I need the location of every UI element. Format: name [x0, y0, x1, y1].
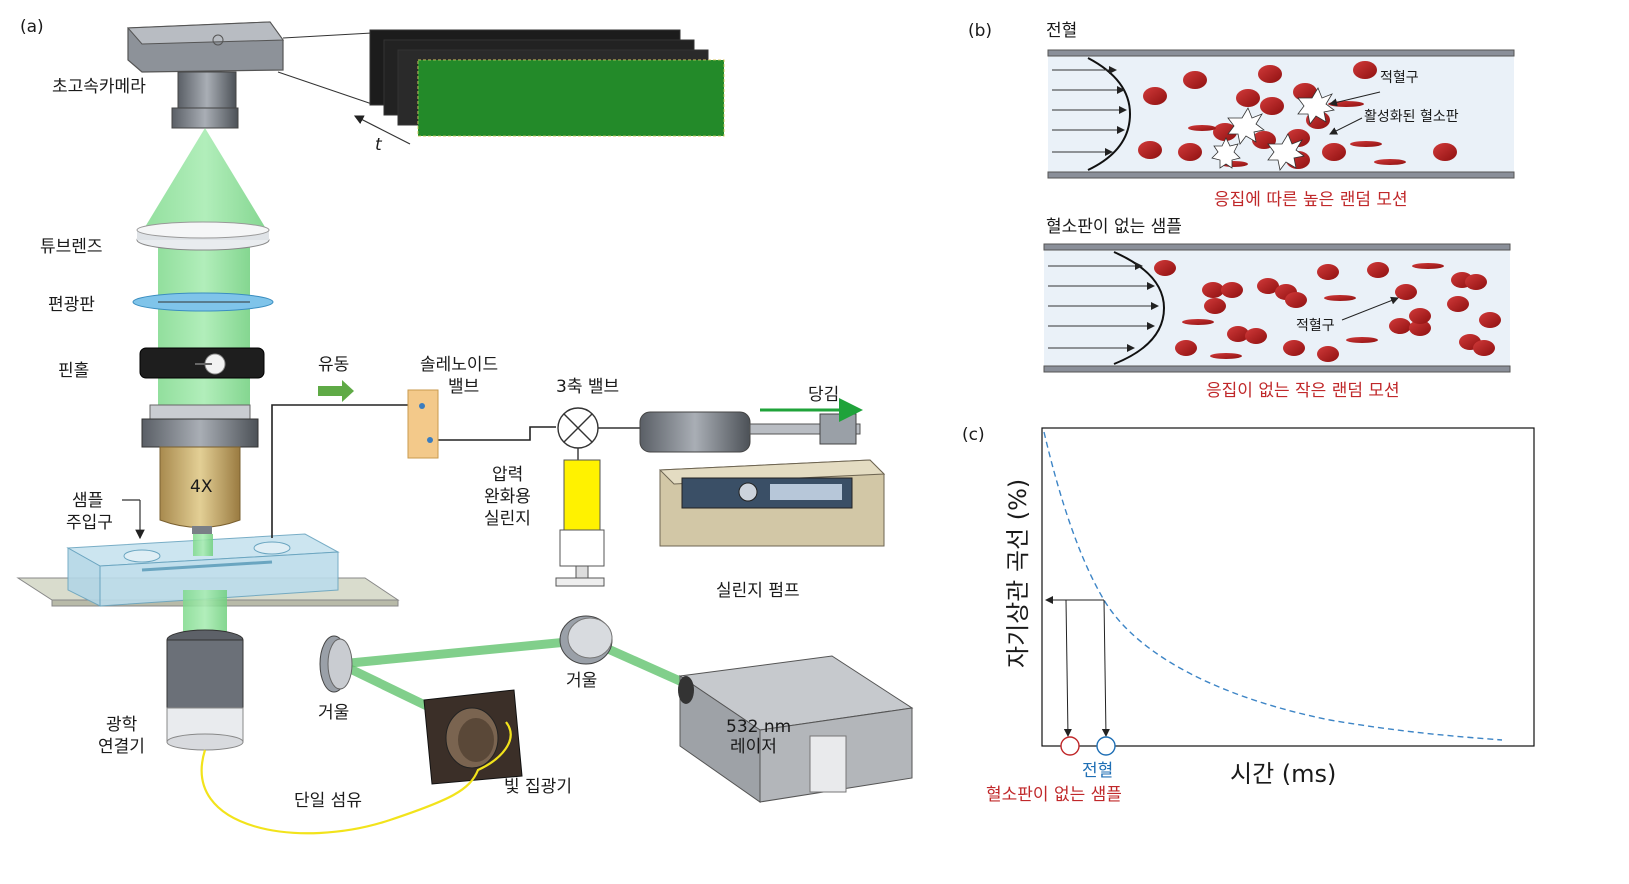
- solenoid-label-1: 솔레노이드: [420, 355, 498, 375]
- laser-532nm: [678, 655, 914, 803]
- channel-whole-blood: [1047, 49, 1515, 179]
- laser-label-2: 레이저: [730, 737, 777, 757]
- whole-blood-marker-label: 전혈: [1082, 761, 1113, 781]
- mirror-left-label: 거울: [318, 703, 349, 723]
- objective-label: 4X: [190, 477, 213, 497]
- sample-inlet-label-1: 샘플: [72, 491, 103, 511]
- fiber-coupler: [166, 629, 244, 751]
- laser-label-1: 532 nm: [726, 717, 791, 737]
- autocorrelation-curve: [1043, 431, 1503, 741]
- beam-cone: [142, 128, 268, 232]
- microfluidic-chip: [16, 533, 400, 607]
- top-caption: 응집에 따른 높은 랜덤 모션: [1214, 190, 1408, 210]
- pressure-relief-syringe: [555, 459, 605, 587]
- panel-b: (b) 전혈: [968, 21, 1515, 401]
- flow-arrow: [318, 380, 354, 402]
- mirror-right: [559, 615, 613, 665]
- panel-b-tag: (b): [968, 21, 992, 41]
- panel-c-tag: (c): [962, 425, 985, 445]
- image-stack: [277, 29, 725, 145]
- mirror-left: [319, 635, 353, 693]
- tubing-to-3way: [434, 426, 556, 441]
- bottom-caption: 응집이 없는 작은 랜덤 모션: [1206, 381, 1400, 401]
- syringe-pump: [639, 411, 886, 547]
- fiber-label: 단일 섬유: [294, 791, 362, 811]
- panel-a: (a) 초고속카메라 t: [16, 17, 914, 835]
- laser-beam-path: [338, 635, 702, 727]
- tubing-to-valve: [271, 404, 420, 538]
- pressure-syringe-label-1: 압력: [492, 465, 523, 485]
- x-axis-label: 시간 (ms): [1230, 760, 1336, 788]
- solenoid-label-2: 밸브: [448, 377, 479, 397]
- single-fiber: [200, 721, 512, 835]
- tube-lens: [136, 221, 270, 251]
- channel-no-platelet: [1043, 243, 1511, 373]
- time-symbol: t: [375, 135, 383, 155]
- mirror-right-label: 거울: [566, 671, 597, 691]
- no-platelet-title: 혈소판이 없는 샘플: [1046, 217, 1182, 237]
- light-collector-label: 빛 집광기: [504, 777, 572, 797]
- top-platelet-label: 활성화된 혈소판: [1364, 109, 1459, 125]
- syringe-pump-label: 실린지 펌프: [716, 581, 800, 601]
- sample-inlet-label-2: 주입구: [66, 513, 113, 533]
- no-platelet-marker-label: 혈소판이 없는 샘플: [986, 785, 1122, 805]
- fiber-coupler-label-1: 광학: [106, 715, 138, 735]
- three-way-valve: [557, 407, 640, 460]
- bottom-rbc-label: 적혈구: [1296, 318, 1335, 334]
- solenoid-valve: [407, 389, 439, 459]
- high-speed-camera: [126, 21, 284, 129]
- camera-label: 초고속카메라: [52, 77, 146, 97]
- whole-blood-title: 전혈: [1046, 21, 1077, 41]
- three-way-valve-label: 3축 밸브: [556, 377, 619, 397]
- y-axis-label: 자기상관 곡선 (%): [1004, 479, 1032, 668]
- pull-label: 당김: [808, 385, 839, 405]
- plot-frame: [1041, 427, 1535, 747]
- marker-whole-blood: [1096, 736, 1116, 756]
- pinhole-label: 핀홀: [58, 361, 89, 381]
- polarizer-label: 편광판: [48, 295, 95, 315]
- top-rbc-label: 적혈구: [1380, 70, 1419, 86]
- marker-no-platelet: [1060, 736, 1080, 756]
- pressure-syringe-label-3: 실린지: [484, 509, 531, 529]
- polarizer: [132, 292, 274, 312]
- flow-label: 유동: [318, 355, 349, 375]
- pressure-syringe-label-2: 완화용: [484, 487, 531, 507]
- beam-column: [158, 240, 250, 430]
- light-collector: [423, 689, 523, 785]
- fiber-coupler-label-2: 연결기: [98, 737, 145, 757]
- panel-c: (c) 자기상관 곡선 (%) 시간 (ms) 전혈 혈소판이 없는 샘플: [962, 425, 1535, 805]
- panel-a-tag: (a): [20, 17, 44, 37]
- tube-lens-label: 튜브렌즈: [40, 237, 103, 257]
- readout-lines: [1045, 596, 1110, 737]
- objective-lens: [141, 404, 259, 534]
- pinhole: [139, 347, 265, 379]
